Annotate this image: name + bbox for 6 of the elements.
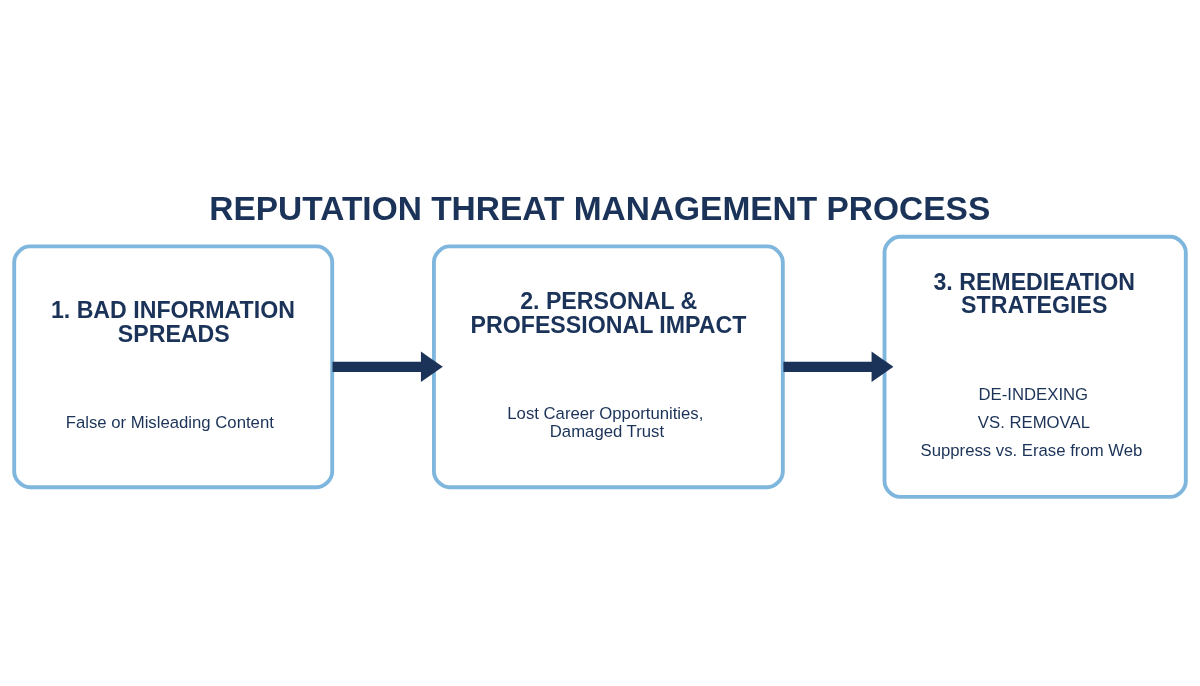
node-box: 1. BAD INFORMATION SPREADS False or Misleading Content bbox=[12, 244, 335, 490]
diagram-title: REPUTATION THREAT MANAGEMENT PROCESS bbox=[209, 189, 991, 227]
arrow bbox=[332, 351, 443, 383]
node-box: 3. REMEDIEATION STRATEGIES DE-INDEXING VS. REMOVAL Suppress vs. Erase from Web bbox=[882, 234, 1188, 499]
arrow bbox=[783, 351, 894, 383]
node-box: 2. PERSONAL & PROFESSIONAL IMPACT Lost Career Opportunities, Damaged Trust bbox=[432, 244, 785, 490]
